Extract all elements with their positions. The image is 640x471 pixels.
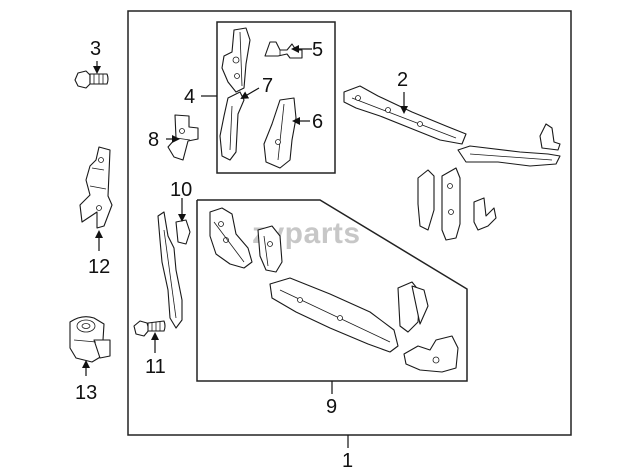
- part-8-small-bracket[interactable]: [167, 114, 199, 161]
- sub-assembly-frame-9: [196, 199, 468, 382]
- part-9-center-bracket[interactable]: [257, 225, 283, 273]
- callout-9: 9: [326, 396, 337, 418]
- part-2-side-members[interactable]: [417, 167, 497, 241]
- part-11-bolt[interactable]: [133, 320, 166, 337]
- callout-8: 8: [148, 129, 159, 151]
- main-assembly-frame: [127, 10, 572, 436]
- sub-assembly-frame-4: [216, 21, 336, 174]
- callout-11: 11: [145, 356, 166, 378]
- part-3-bolt[interactable]: [74, 70, 109, 89]
- callout-1: 1: [342, 450, 353, 471]
- part-5-clip[interactable]: [264, 41, 303, 59]
- part-4-upper-bracket[interactable]: [221, 27, 251, 93]
- callout-5: 5: [312, 39, 323, 61]
- part-13-sensor[interactable]: [69, 316, 111, 363]
- part-9-left-support[interactable]: [209, 207, 253, 269]
- callout-10: 10: [170, 179, 192, 201]
- callout-7: 7: [262, 75, 273, 97]
- leader-lines: [82, 45, 408, 448]
- callout-13: 13: [75, 382, 97, 404]
- callout-2: 2: [397, 69, 408, 91]
- part-7-reinforcement[interactable]: [219, 91, 245, 161]
- callout-4: 4: [184, 86, 195, 108]
- part-12-side-bracket[interactable]: [79, 146, 113, 229]
- part-6-support[interactable]: [263, 97, 297, 169]
- callout-6: 6: [312, 111, 323, 133]
- part-9-lower-tie-bar[interactable]: [269, 277, 399, 353]
- part-2-upper-tie-bar[interactable]: [343, 85, 561, 167]
- part-10-vertical-strut[interactable]: [157, 211, 191, 329]
- callout-3: 3: [90, 38, 101, 60]
- part-9-right-supports[interactable]: [397, 281, 459, 373]
- callout-12: 12: [88, 256, 110, 278]
